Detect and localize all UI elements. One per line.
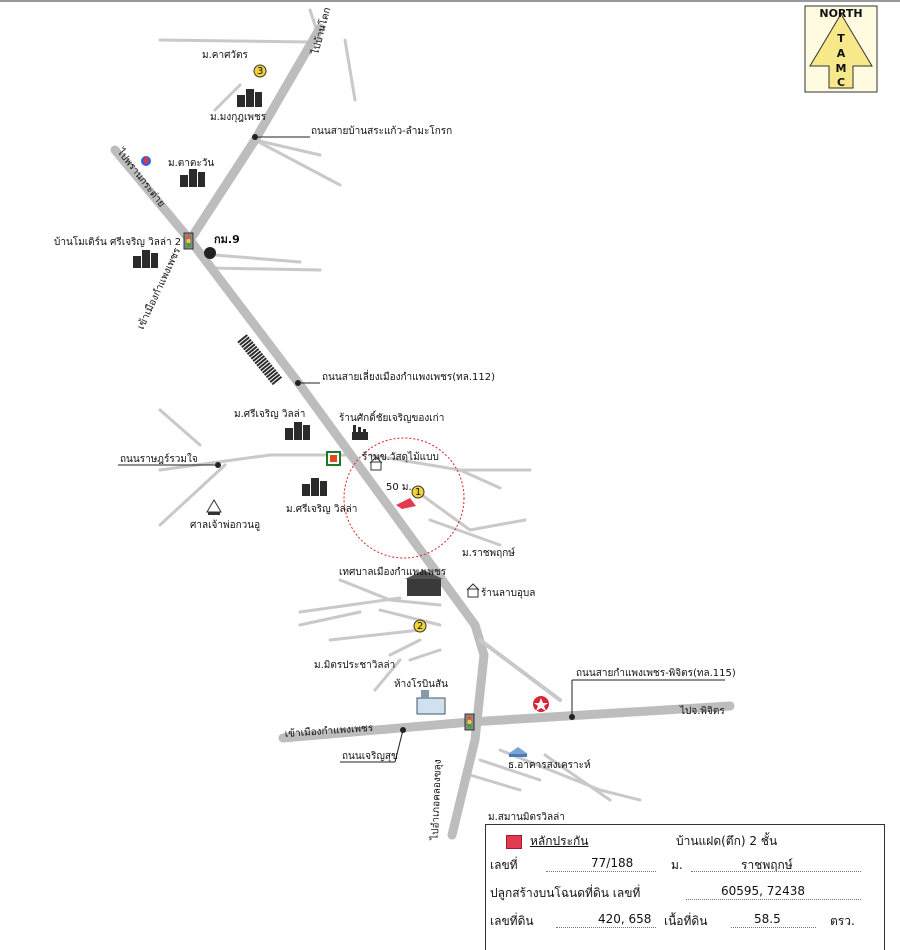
place-label: ม.มงกุฎเพชร <box>210 112 267 123</box>
building-icon <box>237 89 262 107</box>
road-label-charoensuk: ถนนเจริญสุข <box>342 751 398 762</box>
compass-letter-m: M <box>836 62 847 75</box>
deed-value: 60595, 72438 <box>721 884 805 898</box>
compass-letter-c: C <box>837 76 845 89</box>
road-label-sa-kaeo: ถนนสายบ้านสระแก้ว-ลำมะโกรก <box>311 124 452 137</box>
road-label-kamphaeng-phichit: ถนนสายกำแพงเพชร-พิจิตร(ทล.115) <box>576 668 736 679</box>
junction-dots <box>215 134 575 733</box>
place-label: ม.ตาตะวัน <box>168 158 214 169</box>
building-icon <box>180 169 205 187</box>
road-label-to-phran-kratai: ไปพรานกระต่าย <box>114 146 168 210</box>
legend-row-number: เลขที่ 77/188 ม. ราชพฤกษ์ <box>486 851 884 875</box>
traffic-light-icon <box>464 713 475 731</box>
land-number-label: เลขที่ดิน <box>490 914 534 928</box>
building-icon <box>302 478 327 496</box>
shop-icon <box>369 456 383 471</box>
distance-label: 50 ม. <box>386 482 412 493</box>
collateral-location-marker <box>396 498 416 509</box>
place-label: ร้านข.วัสดุไม้แบบ <box>362 451 439 463</box>
building-icon <box>133 250 158 268</box>
legend-row-collateral: หลักประกัน บ้านแฝด(ตึก) 2 ชั้น <box>486 827 884 851</box>
collateral-swatch <box>506 835 522 849</box>
compass-letter-a: A <box>837 47 846 60</box>
area-value: 58.5 <box>754 912 781 926</box>
legend-row-land: เลขที่ดิน 420, 658 เนื้อที่ดิน 58.5 ตรว. <box>486 907 884 931</box>
shop-icon <box>466 583 480 598</box>
area-label: เนื้อที่ดิน <box>664 914 708 928</box>
place-label: ม.มิตรประชาวิลล่า <box>314 660 395 671</box>
factory-icon <box>352 425 368 440</box>
km-marker-icon <box>204 247 216 259</box>
road-label-to-south: ไปอำเภอคลองขลุง <box>429 759 444 841</box>
bank-icon <box>508 747 528 757</box>
km9-label: กม.9 <box>214 233 240 246</box>
place-label: ม.ศรีเจริญ วิลล่า <box>286 503 357 515</box>
place-label: ร้านศักดิ์ชัยเจริญของเก่า <box>339 410 444 424</box>
marker-3-icon <box>253 64 267 78</box>
collateral-legend-box: หลักประกัน บ้านแฝด(ตึก) 2 ชั้น เลขที่ 77… <box>485 824 885 950</box>
gas-station-icon <box>141 156 151 166</box>
place-label: ม.ราชพฤกษ์ <box>462 547 515 559</box>
marker-3-label: 3 <box>257 66 263 77</box>
townhouse-row-icon <box>237 334 283 386</box>
place-label: ห้างโรบินสัน <box>394 677 448 690</box>
government-building-icon <box>405 570 443 596</box>
place-label: เทศบาลเมืองกำแพงเพชร <box>339 566 447 578</box>
road-label-to-phichit: ไปจ.พิจิตร <box>679 705 725 717</box>
convenience-store-icon <box>326 451 341 466</box>
deed-label: ปลูกสร้างบนโฉนดที่ดิน เลขที่ <box>490 886 641 900</box>
place-label: ศาลเจ้าพ่อกวนอู <box>190 519 260 531</box>
north-compass: NORTH T A M C <box>804 5 878 93</box>
village-label: ม. <box>671 858 683 872</box>
gas-station-icon <box>533 696 549 712</box>
marker-2-icon <box>413 619 427 633</box>
place-label: บ้านโมเดิร์น ศรีเจริญ วิลล่า 2 <box>54 235 181 248</box>
radius-circle <box>343 437 465 559</box>
place-label: ม.คาศวัตร <box>202 50 249 61</box>
place-label: ร้านลาบอุบล <box>481 587 535 599</box>
building-icon <box>285 422 310 440</box>
collateral-label: หลักประกัน <box>530 834 589 848</box>
area-unit: ตรว. <box>830 914 855 928</box>
land-number-value: 420, 658 <box>598 912 652 926</box>
collateral-type: บ้านแฝด(ตึก) 2 ชั้น <box>676 834 778 848</box>
marker-1-label: 1 <box>415 487 421 498</box>
traffic-light-icon <box>183 232 194 250</box>
mall-icon <box>416 690 446 715</box>
number-value: 77/188 <box>591 856 634 870</box>
legend-row-deed: ปลูกสร้างบนโฉนดที่ดิน เลขที่ 60595, 7243… <box>486 879 884 903</box>
marker-1-icon <box>411 485 425 499</box>
village-value: ราชพฤกษ์ <box>741 858 793 872</box>
marker-2-label: 2 <box>417 621 423 632</box>
side-roads <box>158 8 642 802</box>
road-label-bypass: ถนนสายเลี่ยงเมืองกำแพงเพชร(ทล.112) <box>322 369 495 383</box>
place-label: ม.ศรีเจริญ วิลล่า <box>234 408 305 420</box>
road-label-ratsadorn: ถนนราษฎร์รวมใจ <box>120 453 198 465</box>
place-label: ม.สมานมิตรวิลล่า <box>488 812 565 823</box>
compass-north-label: NORTH <box>819 7 862 20</box>
place-label: ธ.อาคารสงเคราะห์ <box>508 759 591 771</box>
compass-letter-t: T <box>837 32 845 45</box>
number-label: เลขที่ <box>490 858 518 872</box>
shrine-icon <box>206 499 222 515</box>
